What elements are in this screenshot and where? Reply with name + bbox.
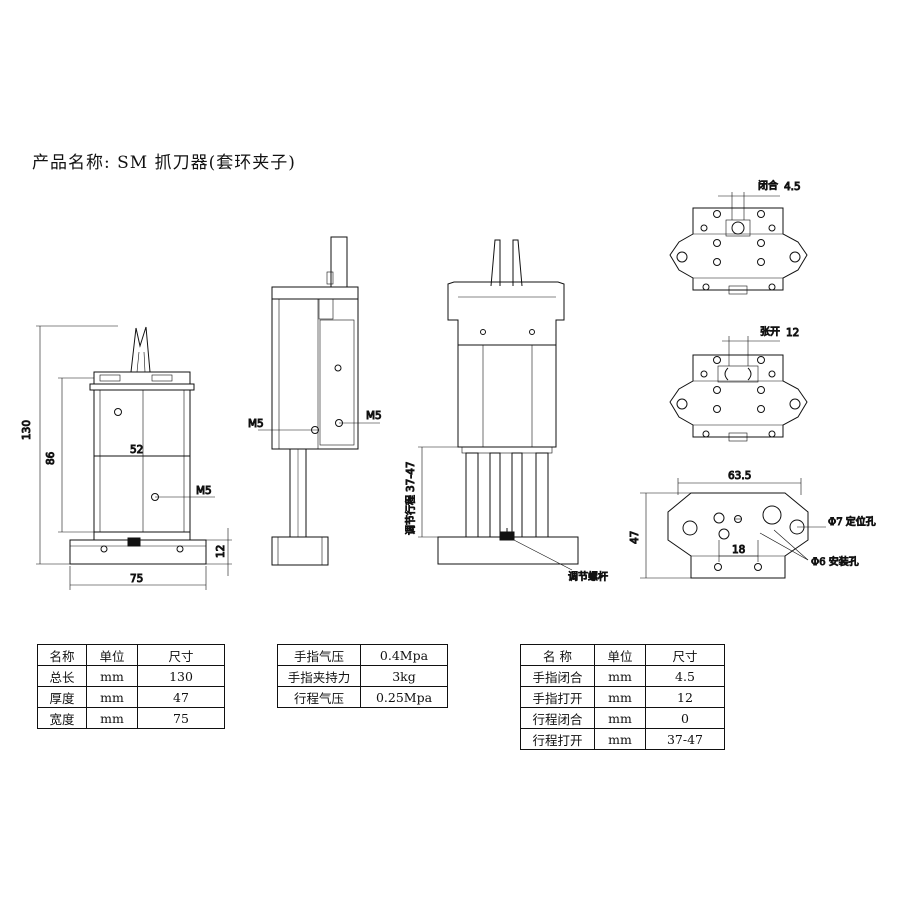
- dim-base-width: 75: [130, 573, 143, 585]
- stroke-table: 名 称 单位 尺寸 手指闭合 mm 4.5 手指打开 mm 12 行程闭合 mm…: [520, 644, 725, 750]
- dim-stroke-range: 37-47: [405, 461, 417, 492]
- label-port-side-right: M5: [366, 410, 382, 422]
- label-adjust-screw: 调节螺杆: [568, 571, 608, 583]
- label-port-front: M5: [196, 485, 212, 497]
- dim-total-height: 130: [21, 420, 33, 440]
- table-row: 手指闭合 mm 4.5: [520, 665, 725, 687]
- label-port-side-left: M5: [248, 418, 264, 430]
- table-row: 手指打开 mm 12: [520, 686, 725, 708]
- dim-base-thickness: 12: [215, 545, 227, 558]
- table-row: 厚度 mm 47: [37, 686, 225, 708]
- label-stroke: 调节行程: [404, 495, 417, 535]
- dim-bottom-width: 63.5: [728, 470, 751, 482]
- back-view: [418, 239, 579, 571]
- top-view-open: [669, 336, 808, 442]
- dimension-table: 名称 单位 尺寸 总长 mm 130 厚度 mm 47 宽度 mm 75: [37, 644, 225, 729]
- side-view: [258, 236, 380, 566]
- label-open: 张开: [760, 326, 780, 338]
- table-row: 行程气压 0.25Mpa: [277, 686, 448, 708]
- top-view-closed: [669, 192, 808, 295]
- dim-open: 12: [786, 327, 799, 339]
- table-header-row: 名 称 单位 尺寸: [520, 644, 725, 666]
- label-closed: 闭合: [758, 179, 778, 192]
- bottom-view: [640, 478, 826, 579]
- table-header-row: 名称 单位 尺寸: [37, 644, 225, 666]
- dim-body-width: 52: [130, 444, 143, 456]
- table-row: 宽度 mm 75: [37, 707, 225, 729]
- label-locating-hole: Φ7 定位孔: [828, 515, 876, 528]
- table-row: 行程打开 mm 37-47: [520, 728, 725, 750]
- dim-body-height: 86: [45, 451, 57, 465]
- table-row: 手指夹持力 3kg: [277, 665, 448, 687]
- front-view: [36, 325, 232, 590]
- page-title: 产品名称: SM 抓刀器(套环夹子): [32, 153, 296, 173]
- table-row: 总长 mm 130: [37, 665, 225, 687]
- dim-closed: 4.5: [784, 181, 801, 193]
- table-row: 手指气压 0.4Mpa: [277, 644, 448, 666]
- dim-bottom-depth: 47: [629, 531, 641, 544]
- table-row: 行程闭合 mm 0: [520, 707, 725, 729]
- dim-hole-spacing: 18: [732, 544, 745, 556]
- label-mount-hole: Φ6 安装孔: [811, 555, 859, 568]
- spec-table: 手指气压 0.4Mpa 手指夹持力 3kg 行程气压 0.25Mpa: [277, 644, 448, 708]
